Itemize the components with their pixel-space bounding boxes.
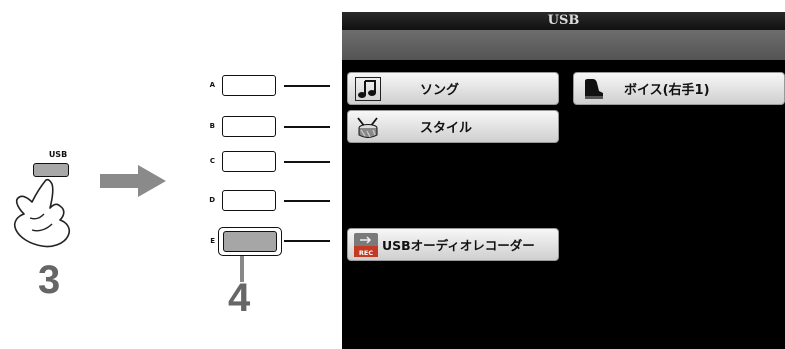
connector-line-d <box>284 200 330 202</box>
screen-title: USB <box>342 12 785 30</box>
menu-song-button[interactable]: ソング <box>347 72 559 105</box>
panel-button-b[interactable] <box>222 116 276 137</box>
usb-button-label: USB <box>48 150 68 159</box>
menu-voice-right1-button[interactable]: ボイス(右手1) <box>573 72 785 105</box>
step-number-3: 3 <box>38 258 61 302</box>
drum-icon <box>352 114 384 140</box>
panel-button-c[interactable] <box>222 151 276 172</box>
connector-line-b <box>284 126 330 128</box>
piano-icon <box>578 76 610 102</box>
usb-panel-button[interactable] <box>33 163 69 177</box>
button-e-highlight <box>218 227 282 256</box>
button-letter-c: C <box>209 157 215 165</box>
menu-style-button[interactable]: スタイル <box>347 110 559 143</box>
connector-line-c <box>284 161 330 163</box>
button-letter-e: E <box>210 237 215 245</box>
menu-voice-right1-label: ボイス(右手1) <box>624 83 710 98</box>
step-number-4: 4 <box>228 276 251 320</box>
right-arrow-icon <box>100 165 166 197</box>
panel-button-a[interactable] <box>222 75 276 96</box>
panel-button-e[interactable] <box>223 231 277 252</box>
button-letter-d: D <box>209 196 215 204</box>
menu-usb-audio-recorder-label: USBオーディオレコーダー <box>382 238 535 253</box>
menu-song-label: ソング <box>420 83 460 98</box>
step-4-pointer <box>240 256 244 282</box>
screen-header-bar <box>342 30 785 60</box>
connector-line-a <box>284 85 330 87</box>
pressing-hand-icon <box>13 178 71 248</box>
menu-style-label: スタイル <box>420 121 473 136</box>
music-note-icon <box>352 76 384 102</box>
connector-line-e <box>284 240 330 242</box>
menu-usb-audio-recorder-button[interactable]: REC USBオーディオレコーダー <box>347 228 559 261</box>
rec-icon-text: REC <box>359 249 373 257</box>
rec-icon: REC <box>354 232 378 258</box>
panel-button-d[interactable] <box>222 190 276 211</box>
button-letter-b: B <box>209 122 215 130</box>
button-letter-a: A <box>209 81 215 89</box>
usb-display-screen: USB ソング スタイル <box>342 12 785 349</box>
